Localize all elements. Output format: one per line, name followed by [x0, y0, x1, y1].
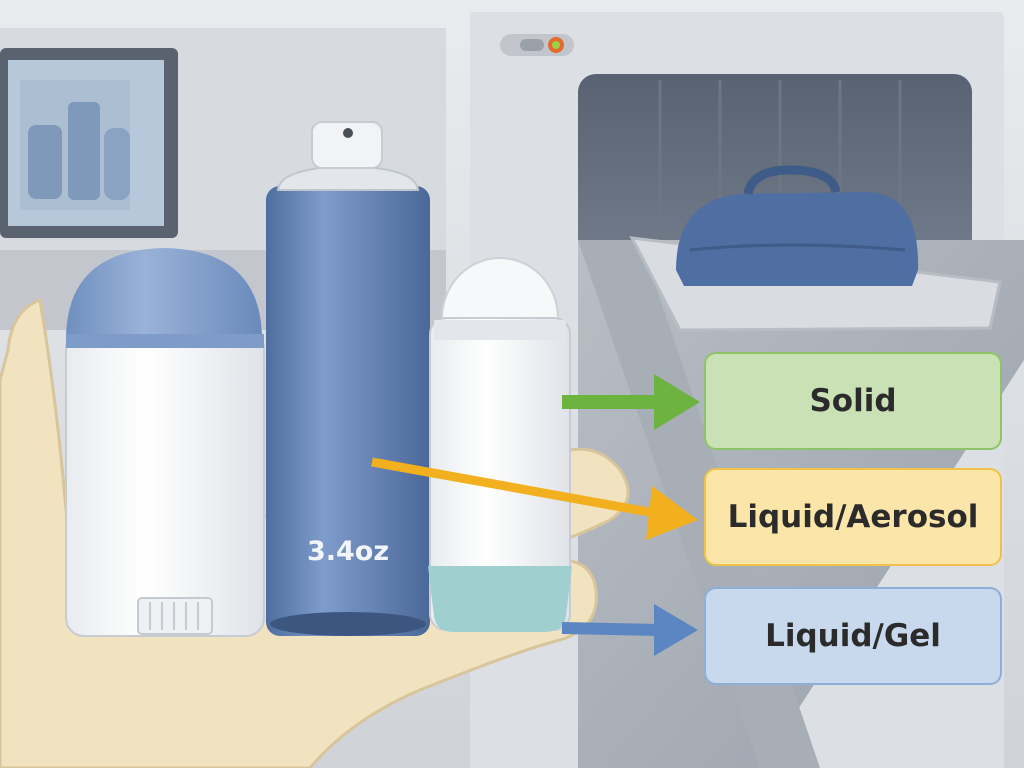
roll-on-deodorant	[428, 257, 572, 632]
arrow-aerosol	[371, 457, 698, 540]
aerosol-size-label: 3.4oz	[306, 536, 390, 567]
category-solid: Solid	[704, 352, 1002, 450]
aerosol-can	[266, 121, 430, 636]
stick-deodorant	[65, 248, 265, 637]
bag	[676, 192, 919, 286]
category-liquid-gel: Liquid/Gel	[704, 587, 1002, 685]
arrow-solid	[562, 374, 700, 430]
category-liquid-aerosol: Liquid/Aerosol	[704, 468, 1002, 566]
arrow-gel	[561, 604, 698, 656]
spray-nozzle-icon	[343, 128, 353, 138]
